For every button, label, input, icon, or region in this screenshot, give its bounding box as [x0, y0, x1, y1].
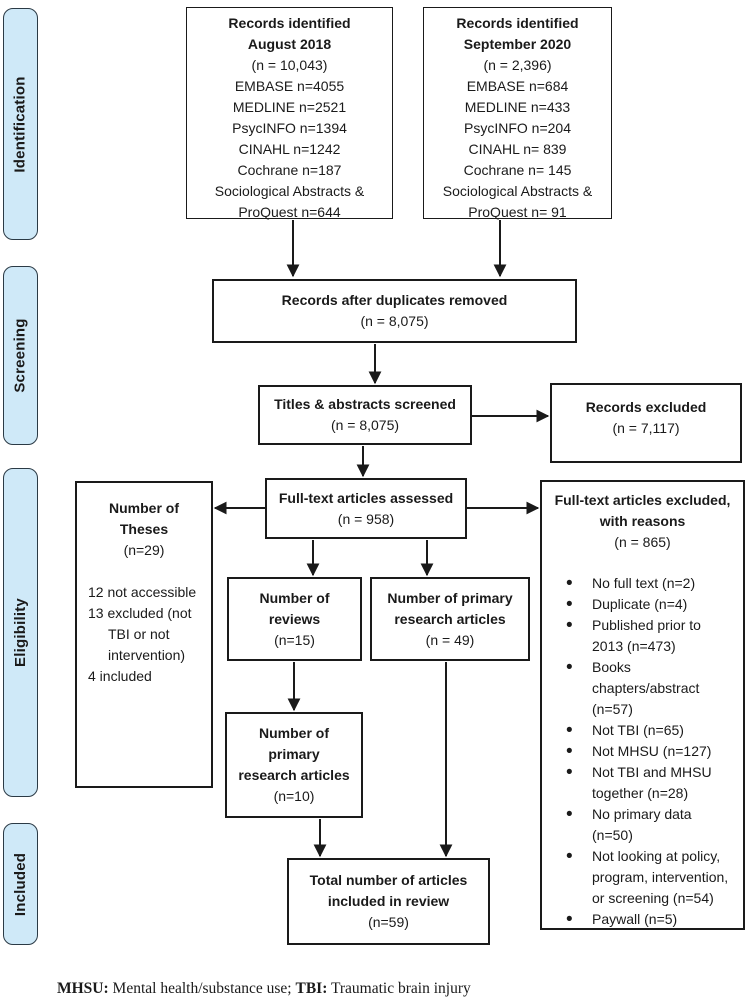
records-2018-source-line: MEDLINE n=2521 [232, 99, 347, 115]
reviews-title-line: reviews [268, 610, 321, 627]
records-2020-count: (n = 2,396) [483, 57, 552, 73]
exclusion-reason: Published prior to 2013 (n=473) [566, 615, 734, 657]
stage-screening: Screening [3, 266, 38, 445]
fulltext-excluded-count: (n = 865) [614, 534, 671, 550]
theses-details: 12 not accessible 13 excluded (not TBI or… [80, 582, 208, 687]
theses-box: Number of Theses (n=29) 12 not accessible… [75, 481, 213, 788]
records-2020-title-line: September 2020 [463, 36, 572, 52]
fulltext-excluded-box: Full-text articles excluded, with reasons… [540, 480, 745, 930]
exclusion-reason: No primary data (n=50) [566, 804, 734, 846]
titles-screened-title-line: Titles & abstracts screened [274, 396, 456, 412]
theses-title-line: Theses [119, 521, 169, 537]
records-2018-source-line: CINAHL n=1242 [238, 141, 341, 157]
abbreviation-note: MHSU: Mental health/substance use; TBI: … [57, 980, 471, 998]
records-2018-count: (n = 10,043) [251, 57, 328, 73]
exclusion-reason: Not MHSU (n=127) [566, 741, 734, 762]
theses-detail-line: 12 not accessible [88, 584, 197, 600]
theses-title-line: Number of [109, 500, 179, 516]
stage-eligibility: Eligibility [3, 468, 38, 797]
titles-screened-count: (n = 8,075) [330, 417, 400, 433]
duplicates-removed-title: Records after duplicates removed [217, 290, 572, 311]
abbr-mhsu: MHSU: [57, 980, 109, 997]
stage-included-label: Included [12, 852, 29, 916]
records-2020-title-line: Records identified [456, 15, 579, 31]
exclusion-reason: Not looking at policy, program, interven… [566, 846, 734, 909]
exclusion-reason: Books chapters/abstract (n=57) [566, 657, 734, 720]
reviews-title: Number of reviews [232, 588, 357, 630]
total-included-title-line: included in review [327, 893, 450, 909]
primary-from-reviews-box: Number of primary research articles (n=10) [225, 712, 363, 818]
records-2020-source-line: EMBASE n=684 [466, 78, 569, 94]
primary-from-reviews-count: (n=10) [273, 788, 315, 804]
reviews-box: Number of reviews (n=15) [227, 577, 362, 661]
reviews-title-line: Number of [259, 589, 330, 606]
duplicates-removed-count: (n = 8,075) [360, 313, 429, 329]
stage-included: Included [3, 823, 38, 945]
fulltext-excluded-title-line: with reasons [599, 513, 686, 529]
records-2020-source-line: Sociological Abstracts & ProQuest n= 91 [442, 183, 593, 220]
abbr-mhsu-definition: Mental health/substance use; [112, 980, 292, 997]
fulltext-assessed-box: Full-text articles assessed (n = 958) [265, 478, 467, 539]
fulltext-assessed-title-line: Full-text articles assessed [278, 489, 454, 506]
abbr-tbi: TBI: [295, 980, 328, 997]
total-included-title: Total number of articles included in revi… [292, 870, 485, 912]
records-2020-source-line: Cochrane n= 145 [463, 162, 572, 178]
records-2018-source-line: PsycINFO n=1394 [232, 120, 347, 136]
primary-from-reviews-title-line: research articles [238, 767, 350, 783]
fulltext-assessed-count: (n = 958) [337, 510, 395, 527]
records-2018-title-line: Records identified [228, 15, 351, 31]
records-excluded-title-line: Records excluded [585, 399, 707, 415]
records-2018-source-line: EMBASE n=4055 [234, 78, 345, 94]
primary-research-box: Number of primary research articles (n = … [370, 577, 530, 661]
records-2020-source-line: MEDLINE n=433 [464, 99, 571, 115]
total-included-count: (n=59) [368, 914, 409, 930]
duplicates-removed-box: Records after duplicates removed (n = 8,… [212, 279, 577, 343]
reviews-count: (n=15) [274, 631, 315, 648]
records-2018-source-line: Sociological Abstracts & ProQuest n=644 [214, 183, 365, 220]
primary-research-count: (n = 49) [425, 631, 475, 648]
records-2018-title-line: August 2018 [247, 36, 332, 52]
records-excluded-count: (n = 7,117) [612, 420, 680, 436]
theses-title: Number of Theses [80, 498, 208, 540]
theses-detail-line: 4 included [88, 668, 152, 684]
fulltext-excluded-title: Full-text articles excluded, with reasons [545, 490, 740, 532]
abbr-tbi-definition: Traumatic brain injury [330, 980, 471, 997]
stage-screening-label: Screening [12, 318, 30, 393]
fulltext-excluded-reasons: No full text (n=2)Duplicate (n=4)Publish… [545, 573, 740, 930]
fulltext-excluded-title-line: Full-text articles excluded, [554, 492, 731, 508]
records-2020-source-line: CINAHL n= 839 [468, 141, 567, 157]
duplicates-removed-title-line: Records after duplicates removed [281, 292, 508, 308]
titles-screened-title: Titles & abstracts screened [263, 394, 467, 415]
records-excluded-box: Records excluded (n = 7,117) [550, 383, 742, 463]
total-included-title-line: Total number of articles [309, 872, 468, 888]
total-included-box: Total number of articles included in revi… [287, 858, 490, 945]
primary-research-title-line: Number of primary [387, 589, 513, 606]
exclusion-reason: Not TBI (n=65) [566, 720, 734, 741]
stage-identification-label: Identification [12, 75, 30, 173]
records-2020-source-line: PsycINFO n=204 [464, 120, 571, 136]
stage-eligibility-label: Eligibility [12, 598, 29, 667]
records-2018-source-line: Cochrane n=187 [237, 162, 342, 178]
exclusion-reason: Duplicate (n=4) [566, 594, 734, 615]
titles-abstracts-screened-box: Titles & abstracts screened (n = 8,075) [258, 385, 472, 445]
primary-research-title: Number of primary research articles [375, 588, 525, 630]
fulltext-assessed-title: Full-text articles assessed [270, 488, 462, 509]
exclusion-reason: Paywall (n=5) [566, 909, 734, 930]
primary-from-reviews-title-line: primary [268, 746, 320, 762]
theses-detail-line: 13 excluded (not TBI or not intervention… [88, 605, 192, 663]
primary-from-reviews-title-line: Number of [259, 725, 329, 741]
exclusion-reason: Not TBI and MHSU together (n=28) [566, 762, 734, 804]
theses-count: (n=29) [123, 542, 165, 558]
stage-identification: Identification [3, 8, 38, 240]
primary-research-title-line: research articles [394, 610, 506, 627]
exclusion-reason: No full text (n=2) [566, 573, 734, 594]
primary-from-reviews-title: Number of primary research articles [230, 723, 358, 786]
records-excluded-title: Records excluded [555, 397, 737, 418]
